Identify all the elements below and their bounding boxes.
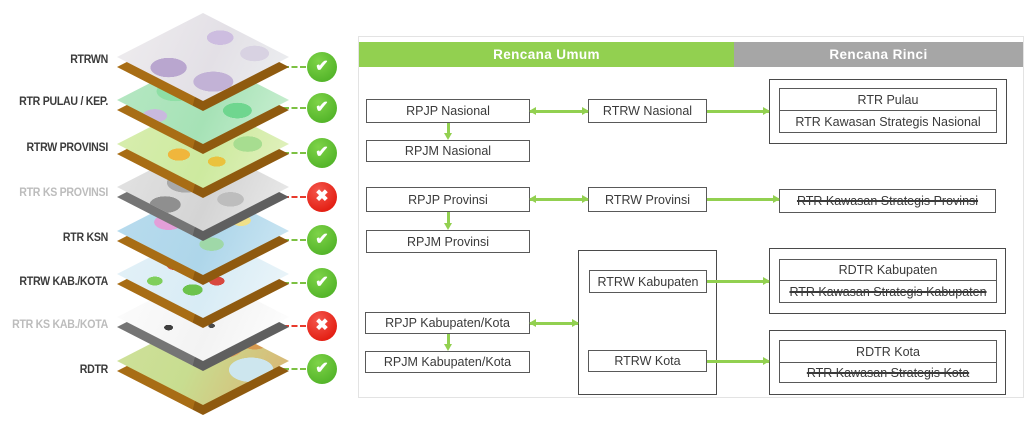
arrow-rpjp-rpjm-kabkota (444, 334, 452, 351)
layer-stack: RTRWN RTR PULAU / KEP. RTRW PROVINSI RTR… (0, 0, 358, 434)
header-rencana-umum: Rencana Umum (359, 42, 734, 67)
arrow-rpjp-rtrw-nasional (529, 107, 589, 114)
dashed-connector (283, 66, 306, 68)
dashed-connector (283, 368, 306, 370)
box-rtrw-nasional: RTRW Nasional (588, 99, 707, 123)
box-rpjp-provinsi: RPJP Provinsi (366, 187, 530, 212)
flowchart-panel: Rencana Umum Rencana Rinci RPJP Nasional… (358, 36, 1024, 398)
arrow-rpjp-rtrw-provinsi (529, 195, 589, 202)
arrow-rpjp-rpjm-provinsi (444, 212, 452, 230)
box-rdtr-kota: RDTR Kota (779, 340, 997, 363)
layer-label-rtr-ks-provinsi: RTR KS PROVINSI (19, 187, 108, 199)
box-rpjp-kabupaten-kota: RPJP Kabupaten/Kota (365, 312, 530, 334)
arrow-rtrw-kota-rinci (707, 357, 770, 364)
arrow-rtrw-nasional-rinci (707, 107, 770, 114)
layer-label-rtr-pulau: RTR PULAU / KEP. (19, 96, 108, 108)
arrow-rpjp-kabkota-rtrw (529, 319, 579, 326)
layer-label-rtrw-kab-kota: RTRW KAB./KOTA (19, 276, 108, 288)
box-rtr-ks-kota: RTR Kawasan Strategis Kota (779, 362, 997, 383)
check-icon: ✔ (307, 138, 337, 168)
box-rtr-pulau: RTR Pulau (779, 88, 997, 111)
box-rtrw-kota: RTRW Kota (588, 350, 707, 372)
check-icon: ✔ (307, 52, 337, 82)
box-rpjm-provinsi: RPJM Provinsi (366, 230, 530, 253)
dashed-connector (283, 282, 306, 284)
dashed-connector (283, 239, 306, 241)
box-rtrw-kabupaten: RTRW Kabupaten (589, 270, 707, 293)
layer-label-rtr-ksn: RTR KSN (62, 232, 108, 244)
layer-label-rdtr: RDTR (79, 364, 109, 376)
dashed-connector (283, 196, 306, 198)
x-icon: ✖ (307, 182, 337, 212)
arrow-rtrw-kabupaten-rinci (707, 277, 770, 284)
x-icon: ✖ (307, 311, 337, 341)
box-rpjp-nasional: RPJP Nasional (366, 99, 530, 123)
layer-label-rtrw-provinsi: RTRW PROVINSI (26, 142, 109, 154)
dashed-connector (283, 107, 306, 109)
arrow-rpjp-rpjm-nasional (444, 123, 452, 140)
box-rtr-ks-nasional: RTR Kawasan Strategis Nasional (779, 110, 997, 133)
header-rencana-rinci: Rencana Rinci (734, 42, 1023, 67)
box-rdtr-kabupaten: RDTR Kabupaten (779, 259, 997, 281)
check-icon: ✔ (307, 93, 337, 123)
box-rpjm-kabupaten-kota: RPJM Kabupaten/Kota (365, 351, 530, 373)
dashed-connector (283, 325, 306, 327)
box-rtr-ks-provinsi: RTR Kawasan Strategis Provinsi (779, 189, 996, 213)
layer-label-rtr-ks-kab-kota: RTR KS KAB./KOTA (12, 319, 109, 331)
check-icon: ✔ (307, 354, 337, 384)
layer-label-rtrwn: RTRWN (70, 54, 108, 66)
box-rtrw-provinsi: RTRW Provinsi (588, 187, 707, 212)
box-rtr-ks-kabupaten: RTR Kawasan Strategis Kabupaten (779, 280, 997, 303)
arrow-rtrw-provinsi-rinci (707, 195, 780, 202)
dashed-connector (283, 152, 306, 154)
check-icon: ✔ (307, 225, 337, 255)
box-rpjm-nasional: RPJM Nasional (366, 140, 530, 162)
check-icon: ✔ (307, 268, 337, 298)
